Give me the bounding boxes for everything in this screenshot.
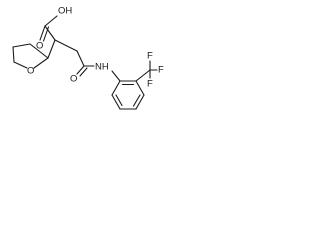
bond-amide-c-o-b bbox=[79, 67, 88, 77]
atom-label-acid-carbonyl-o: O bbox=[36, 41, 43, 52]
bond-n-phenyl bbox=[111, 70, 121, 82]
chemical-structure: OH O O O NH F F F bbox=[12, 6, 164, 110]
ring-bond-3 bbox=[135, 94, 145, 110]
bond-ch2-amide-c bbox=[76, 50, 85, 67]
atom-label-amide-o: O bbox=[70, 74, 77, 85]
trifluoromethyl-group bbox=[135, 60, 158, 82]
bond-alpha-ch2 bbox=[54, 39, 78, 52]
atom-label-nh: NH bbox=[95, 62, 109, 73]
bond-ring-cf3 bbox=[135, 69, 151, 82]
ring-bond-2 bbox=[135, 80, 145, 96]
ring-bond-6 bbox=[111, 80, 121, 96]
thf-bond-c5-c4 bbox=[12, 46, 15, 63]
ring-double-2 bbox=[132, 94, 141, 107]
tetrahydrofuran-ring bbox=[12, 43, 49, 69]
atom-label-f-right: F bbox=[158, 65, 164, 76]
ring-bond-5 bbox=[111, 94, 121, 110]
bond-acid-c-alpha bbox=[44, 25, 56, 41]
thf-bond-c4-c3 bbox=[12, 43, 31, 48]
bond-acid-c-oh bbox=[44, 15, 58, 27]
bond-alpha-thf bbox=[47, 39, 56, 59]
carboxylic-acid-group bbox=[39, 15, 58, 42]
atom-label-ring-o: O bbox=[27, 66, 34, 77]
thf-bond-c3-c2 bbox=[29, 43, 49, 59]
atom-label-f-bottom: F bbox=[147, 79, 153, 90]
atom-label-f-top: F bbox=[147, 51, 153, 62]
thf-bond-c2-o bbox=[33, 57, 49, 69]
atom-label-oh: OH bbox=[58, 6, 72, 17]
amide-group bbox=[76, 65, 95, 77]
ring-double-3 bbox=[115, 94, 123, 107]
bond-amide-c-o-a bbox=[76, 65, 85, 75]
thf-bond-o-c5 bbox=[13, 61, 28, 69]
benzene-ring bbox=[111, 80, 145, 110]
bond-acid-c-o-double-a bbox=[39, 25, 46, 41]
